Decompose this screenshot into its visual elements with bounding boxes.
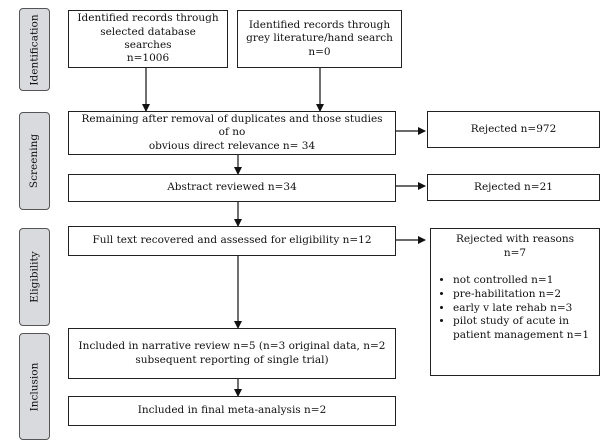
identified-grey-literature-box: Identified records through grey literatu… — [237, 10, 402, 68]
reasons-heading: Rejected with reasons n=7 — [456, 233, 574, 259]
rejected-21-box: Rejected n=21 — [427, 174, 600, 201]
box-text: Rejected n=21 — [474, 180, 553, 193]
full-text-assessed-box: Full text recovered and assessed for eli… — [68, 226, 396, 256]
box-text: Abstract reviewed n=34 — [167, 181, 297, 194]
box-text: Included in narrative review n=5 (n=3 or… — [78, 340, 386, 366]
remaining-after-duplicates-box: Remaining after removal of duplicates an… — [68, 111, 396, 155]
stage-eligibility: Eligibility — [19, 228, 50, 326]
box-text: Identified records through grey literatu… — [246, 18, 393, 58]
stage-screening: Screening — [19, 112, 50, 210]
stage-label: Identification — [28, 13, 41, 86]
box-text: Identified records through selected data… — [77, 12, 219, 65]
reason-item: not controlled n=1 — [453, 274, 599, 288]
reason-item: early v late rehab n=3 — [453, 302, 599, 316]
stage-identification: Identification — [19, 8, 50, 91]
box-text: Remaining after removal of duplicates an… — [81, 112, 383, 152]
identified-database-box: Identified records through selected data… — [68, 10, 228, 68]
rejected-with-reasons-box: Rejected with reasons n=7 not controlled… — [430, 228, 600, 376]
reasons-list: not controlled n=1 pre-habilitation n=2 … — [431, 274, 599, 342]
reason-item: pilot study of acute in patient manageme… — [453, 315, 599, 342]
stage-inclusion: Inclusion — [19, 333, 50, 440]
box-text: Included in final meta-analysis n=2 — [137, 404, 327, 417]
stage-label: Screening — [28, 133, 41, 189]
rejected-972-box: Rejected n=972 — [427, 111, 600, 148]
box-text: Rejected n=972 — [470, 122, 557, 135]
abstract-reviewed-box: Abstract reviewed n=34 — [68, 174, 396, 202]
stage-label: Inclusion — [28, 362, 41, 411]
stage-label: Eligibility — [28, 251, 41, 303]
narrative-review-box: Included in narrative review n=5 (n=3 or… — [68, 328, 396, 379]
box-text: Full text recovered and assessed for eli… — [92, 234, 372, 247]
reason-item: pre-habilitation n=2 — [453, 288, 599, 302]
meta-analysis-box: Included in final meta-analysis n=2 — [68, 396, 396, 426]
